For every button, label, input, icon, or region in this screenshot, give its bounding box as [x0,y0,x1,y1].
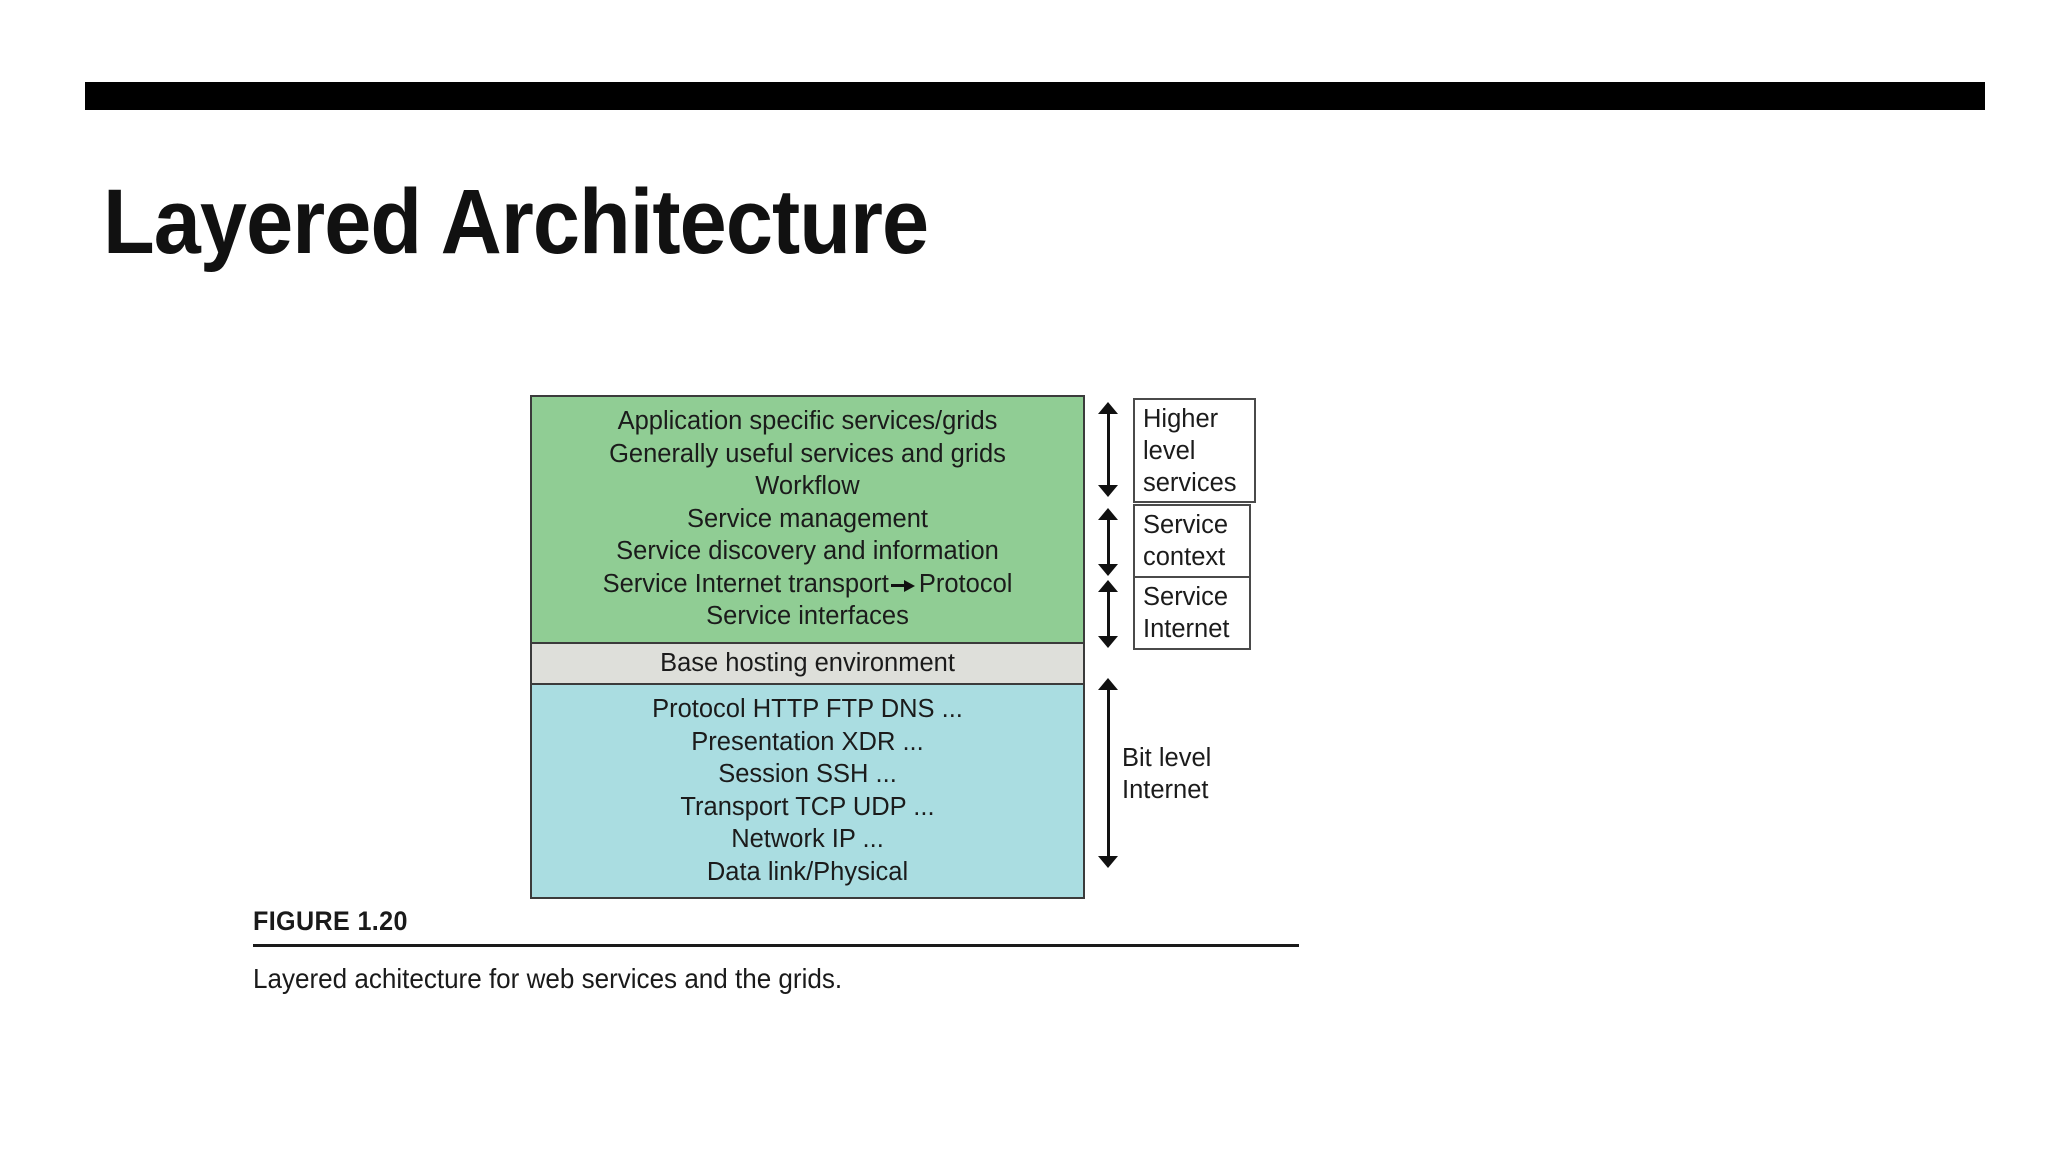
green-layer-row-2: Generally useful services and grids [609,439,1006,468]
base-hosting-environment-label: Base hosting environment [660,648,955,677]
annotation-service-internet: Service Internet [1133,576,1251,650]
blue-layer-block: Protocol HTTP FTP DNS ... Presentation X… [530,685,1085,899]
double-arrow-bit-level-internet [1098,678,1120,868]
base-hosting-environment-block: Base hosting environment [530,643,1085,685]
transport-label: Service Internet transport [602,569,889,598]
arrow-head-up-icon [1098,508,1118,520]
layer-stack: Application specific services/grids Gene… [530,395,1085,899]
figure-number: FIGURE 1.20 [253,906,408,936]
arrow-shaft [1107,517,1110,567]
green-layer-row-4: Service management [687,504,928,533]
arrow-head-down-icon [1098,485,1118,497]
protocol-label: Protocol [918,569,1013,598]
caption-rule [253,944,1299,947]
blue-layer-row-6: Data link/Physical [706,857,909,886]
title-top-rule [85,82,1985,110]
double-arrow-service-internet [1098,580,1120,648]
arrow-head-down-icon [1098,564,1118,576]
annotation-higher-level-services: Higher level services [1133,398,1256,503]
double-arrow-service-context [1098,508,1120,576]
blue-layer-row-2: Presentation XDR ... [691,727,924,756]
blue-layer-row-4: Transport TCP UDP ... [680,792,935,821]
figure-caption-text: Layered achitecture for web services and… [253,963,843,994]
double-arrow-higher-level-services [1098,402,1120,497]
arrow-shaft [1107,411,1110,488]
arrow-head-up-icon [1098,580,1118,592]
figure-caption-block: FIGURE 1.20 Layered achitecture for web … [253,906,1299,995]
green-layer-row-transport: Service Internet transport Protocol [538,568,1077,601]
annotation-bit-level-internet: Bit level Internet [1122,744,1212,804]
annotation-service-context: Service context [1133,504,1251,578]
arrow-head-down-icon [1098,856,1118,868]
arrow-shaft [1107,589,1110,639]
arrow-shaft [1107,687,1110,859]
arrow-head-down-icon [1098,636,1118,648]
green-layer-row-3: Workflow [755,472,860,500]
blue-layer-row-5: Network IP ... [731,825,884,853]
green-layer-row-7: Service interfaces [706,602,909,630]
figure-caption-line: Layered achitecture for web services and… [253,947,1299,995]
page-title: Layered Architecture [103,171,929,273]
right-arrow-icon [890,579,917,592]
figure-number-line: FIGURE 1.20 [253,906,1299,937]
green-layer-row-5: Service discovery and information [616,537,999,565]
blue-layer-row-1: Protocol HTTP FTP DNS ... [652,695,963,723]
green-layer-block: Application specific services/grids Gene… [530,395,1085,644]
green-layer-row-1: Application specific services/grids [617,407,998,435]
arrow-head-up-icon [1098,402,1118,414]
arrow-head-up-icon [1098,678,1118,690]
blue-layer-row-3: Session SSH ... [718,760,897,788]
